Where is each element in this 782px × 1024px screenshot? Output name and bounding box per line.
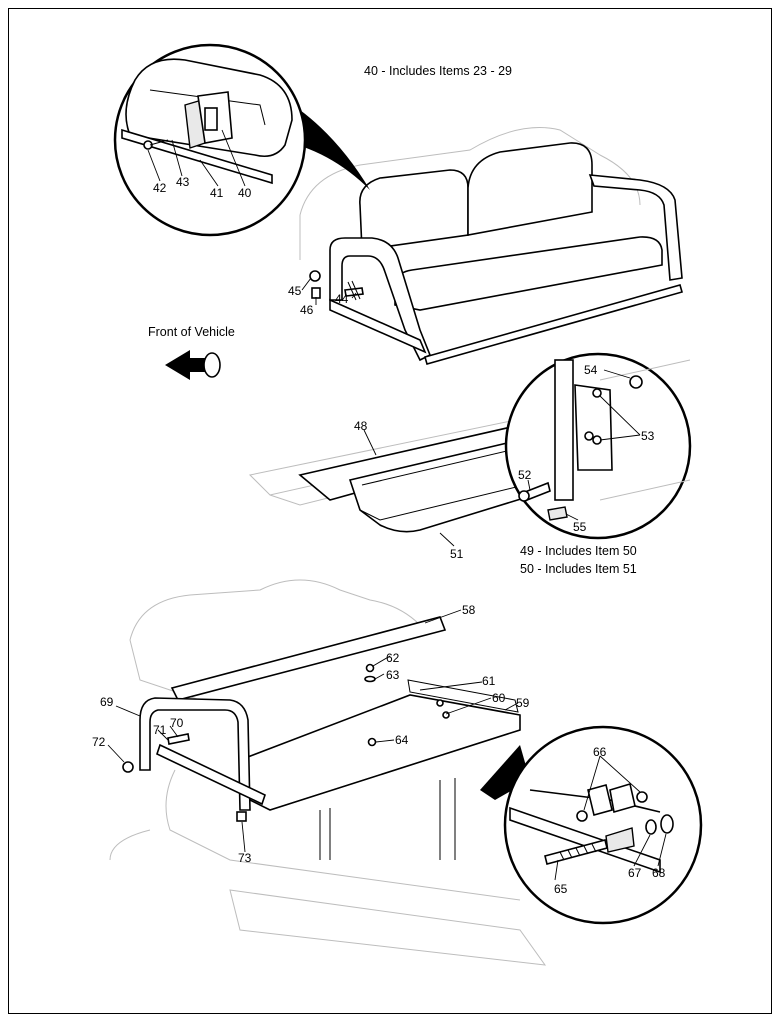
front-of-vehicle-label: Front of Vehicle — [148, 325, 235, 339]
callout-73: 73 — [238, 851, 252, 865]
note-kit-40: 40 - Includes Items 23 - 29 — [364, 64, 512, 78]
detail-view-seat-mount — [113, 43, 370, 237]
leader-lines — [107, 129, 667, 881]
rear-seat-assembly — [299, 127, 683, 365]
callout-54: 54 — [584, 363, 598, 377]
note-kit-49: 49 - Includes Item 50 — [520, 544, 637, 558]
note-kit-50: 50 - Includes Item 51 — [520, 562, 637, 576]
rear-frame-assembly — [109, 579, 547, 966]
callout-60: 60 — [492, 691, 506, 705]
callout-58: 58 — [462, 603, 476, 617]
callout-labels: 42 43 41 40 44 45 46 48 51 52 53 54 55 5… — [92, 175, 666, 896]
callout-45: 45 — [288, 284, 302, 298]
callout-68: 68 — [652, 866, 666, 880]
callout-51: 51 — [450, 547, 464, 561]
callout-71: 71 — [153, 723, 167, 737]
callout-43: 43 — [176, 175, 190, 189]
callout-46: 46 — [300, 303, 314, 317]
callout-72: 72 — [92, 735, 106, 749]
callout-41: 41 — [210, 186, 224, 200]
callout-64: 64 — [395, 733, 409, 747]
front-of-vehicle-arrow — [165, 350, 221, 380]
detail-view-tray-mount — [504, 352, 692, 540]
callout-61: 61 — [482, 674, 496, 688]
callout-59: 59 — [516, 696, 530, 710]
callout-55: 55 — [573, 520, 587, 534]
callout-65: 65 — [554, 882, 568, 896]
callout-69: 69 — [100, 695, 114, 709]
callout-44: 44 — [335, 292, 349, 306]
callout-52: 52 — [518, 468, 532, 482]
callout-66: 66 — [593, 745, 607, 759]
callout-67: 67 — [628, 866, 642, 880]
callout-63: 63 — [386, 668, 400, 682]
callout-62: 62 — [386, 651, 400, 665]
callout-70: 70 — [170, 716, 184, 730]
callout-42: 42 — [153, 181, 167, 195]
callout-40-detail: 40 — [238, 186, 252, 200]
callout-53: 53 — [641, 429, 655, 443]
callout-48: 48 — [354, 419, 368, 433]
detail-view-frame-mount — [480, 725, 703, 925]
